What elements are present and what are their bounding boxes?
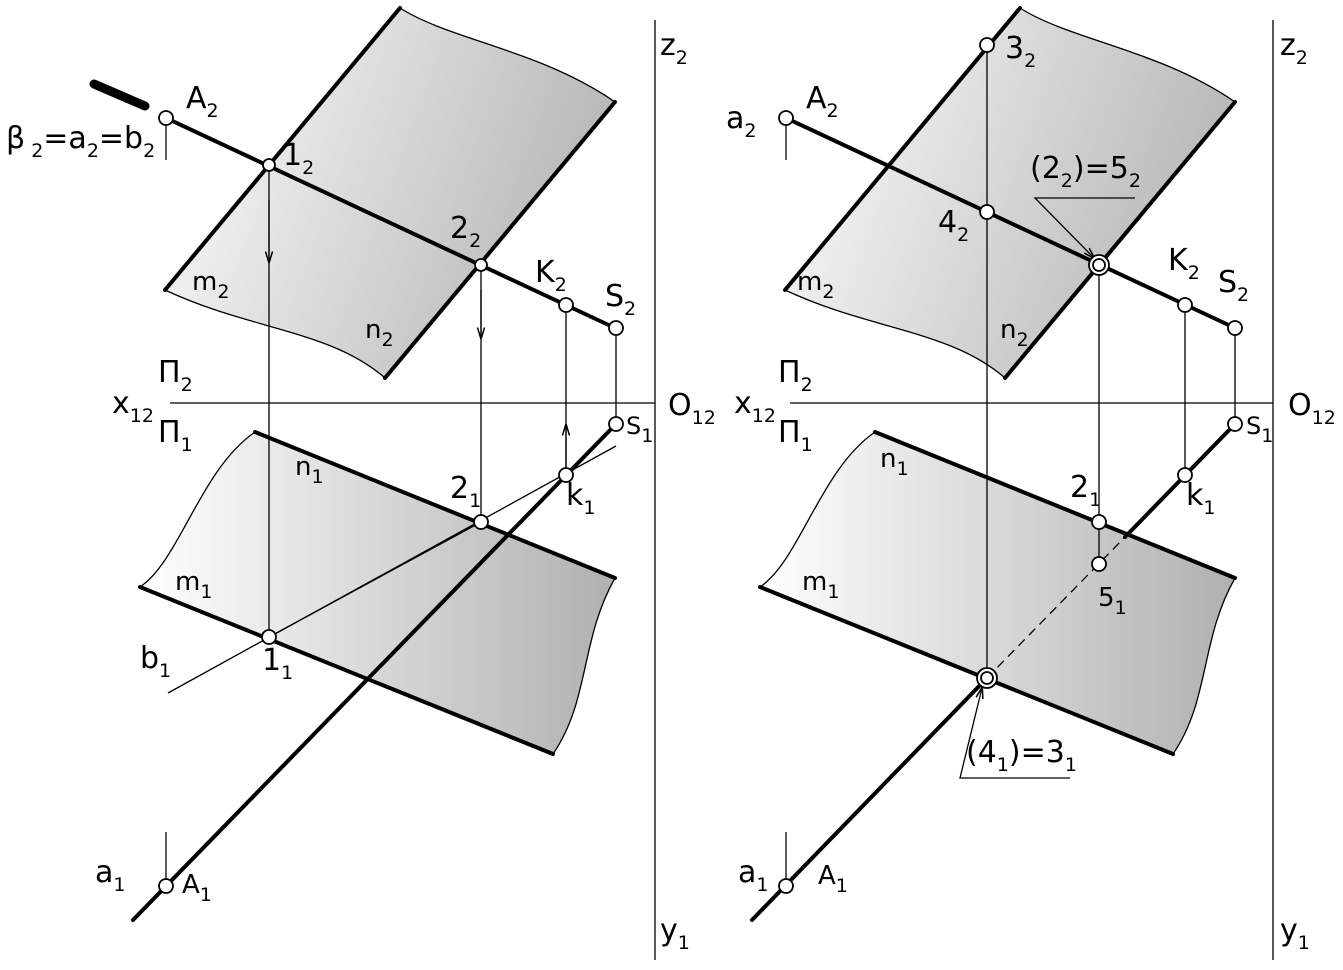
label-5-1-right: 51 bbox=[1098, 583, 1127, 619]
label-n2-left: n2 bbox=[365, 315, 394, 351]
label-A1-right: A1 bbox=[818, 861, 848, 897]
point-5-1-right bbox=[1091, 556, 1107, 572]
point-A1-right bbox=[778, 878, 794, 894]
label-Pi1-left: Π1 bbox=[158, 415, 193, 456]
point-2-2-left bbox=[474, 258, 488, 272]
point-S2-left bbox=[608, 320, 624, 336]
edge-n1-left bbox=[253, 430, 617, 580]
label-2-2-eq-right: (22)=52 bbox=[1030, 151, 1141, 192]
label-A2-left: A2 bbox=[186, 81, 219, 122]
label-a1-left: a1 bbox=[95, 855, 125, 896]
label-O12-right: O12 bbox=[1288, 388, 1336, 429]
label-2-1-left: 21 bbox=[450, 471, 481, 512]
edge-m2-left bbox=[163, 6, 402, 292]
right-view: 32 z2 a2 A2 (22)=52 42 K2 S2 m2 n2 Π2 x1… bbox=[726, 6, 1336, 960]
line-a2-right bbox=[784, 116, 1237, 330]
line-a1-left bbox=[131, 422, 618, 922]
point-2-1-right bbox=[1091, 514, 1107, 530]
label-b1-left: b1 bbox=[140, 641, 171, 682]
edge-n2-right bbox=[1003, 100, 1237, 380]
line-a1-right-hidden bbox=[986, 536, 1126, 679]
label-beta-2: β 2=a2=b2 bbox=[6, 121, 155, 162]
label-m2-right: m2 bbox=[797, 267, 834, 303]
label-Pi2-left: Π2 bbox=[158, 355, 193, 396]
label-4-2-right: 42 bbox=[938, 205, 969, 246]
label-3-2-right: 32 bbox=[1005, 31, 1036, 72]
label-m1-right: m1 bbox=[802, 567, 839, 603]
label-a2-right: a2 bbox=[726, 101, 756, 142]
label-K2-left: K2 bbox=[535, 255, 567, 296]
label-Pi2-right: Π2 bbox=[778, 355, 813, 396]
point-3-2-right bbox=[979, 37, 995, 53]
point-k1-left bbox=[558, 467, 574, 483]
label-Pi1-right: Π1 bbox=[778, 415, 813, 456]
label-a1-right: a1 bbox=[738, 855, 768, 896]
point-A2-right bbox=[778, 110, 794, 126]
point-K2-left bbox=[558, 297, 574, 313]
point-A1-left bbox=[158, 878, 174, 894]
label-K2-right: K2 bbox=[1168, 243, 1200, 284]
point-1-1-left bbox=[261, 629, 277, 645]
label-2-1-right: 21 bbox=[1070, 470, 1101, 511]
point-K2-right bbox=[1177, 297, 1193, 313]
label-n1-left: n1 bbox=[295, 452, 324, 488]
label-x12-left: x12 bbox=[112, 386, 154, 427]
point-S1-right bbox=[1227, 416, 1243, 432]
label-k1-right: k1 bbox=[1186, 478, 1215, 519]
label-k1-left: k1 bbox=[566, 478, 595, 519]
leader-2-2-right bbox=[1033, 197, 1135, 258]
point-S2-right bbox=[1227, 320, 1243, 336]
point-4-2-right bbox=[979, 204, 995, 220]
line-b1 bbox=[167, 445, 617, 694]
edge-m1-left bbox=[138, 585, 555, 756]
line-1-2-top bbox=[268, 521, 482, 638]
label-x12-right: x12 bbox=[734, 386, 776, 427]
label-O12-left: O12 bbox=[668, 388, 716, 429]
label-n1-right: n1 bbox=[880, 444, 909, 480]
label-z2-left: z2 bbox=[660, 28, 688, 69]
edge-n1-right bbox=[873, 430, 1237, 580]
leader-4-1-right bbox=[959, 688, 1070, 779]
label-1-1-left: 11 bbox=[262, 643, 293, 684]
left-view: β 2=a2=b2 A2 12 22 K2 S2 m2 n2 z2 Π2 x12… bbox=[6, 6, 716, 960]
label-z2-right: z2 bbox=[1280, 28, 1308, 69]
label-S2-right: S2 bbox=[1218, 265, 1249, 306]
point-2-2-right bbox=[1092, 258, 1106, 272]
point-S1-left bbox=[608, 416, 624, 432]
plane-front-projection-left bbox=[163, 7, 616, 379]
line-a1-right-visible-low bbox=[750, 676, 989, 922]
line-a2-left bbox=[164, 116, 617, 330]
label-2-2-left: 22 bbox=[450, 211, 481, 252]
point-k1-right bbox=[1177, 467, 1193, 483]
label-m2-left: m2 bbox=[192, 267, 229, 303]
label-n2-right: n2 bbox=[1000, 315, 1029, 351]
label-S1-left: S1 bbox=[626, 412, 653, 447]
label-4-1-eq-right: (41)=31 bbox=[966, 735, 1077, 776]
label-y1-left: y1 bbox=[660, 913, 690, 954]
edge-m2-right bbox=[783, 6, 1022, 292]
point-A2-left bbox=[158, 110, 174, 126]
label-A2-right: A2 bbox=[806, 81, 839, 122]
label-S1-right: S1 bbox=[1246, 412, 1273, 447]
label-S2-left: S2 bbox=[605, 279, 636, 320]
edge-m1-right bbox=[758, 585, 1175, 756]
edge-n2-left bbox=[383, 100, 617, 380]
trace-beta2 bbox=[89, 79, 150, 111]
label-y1-right: y1 bbox=[1280, 913, 1310, 954]
point-2-1-left bbox=[473, 514, 489, 530]
point-1-2-left bbox=[262, 158, 276, 172]
label-A1-left: A1 bbox=[182, 870, 212, 906]
point-4-1-right bbox=[980, 671, 994, 685]
label-1-2-left: 12 bbox=[283, 138, 314, 179]
label-m1-left: m1 bbox=[175, 567, 212, 603]
